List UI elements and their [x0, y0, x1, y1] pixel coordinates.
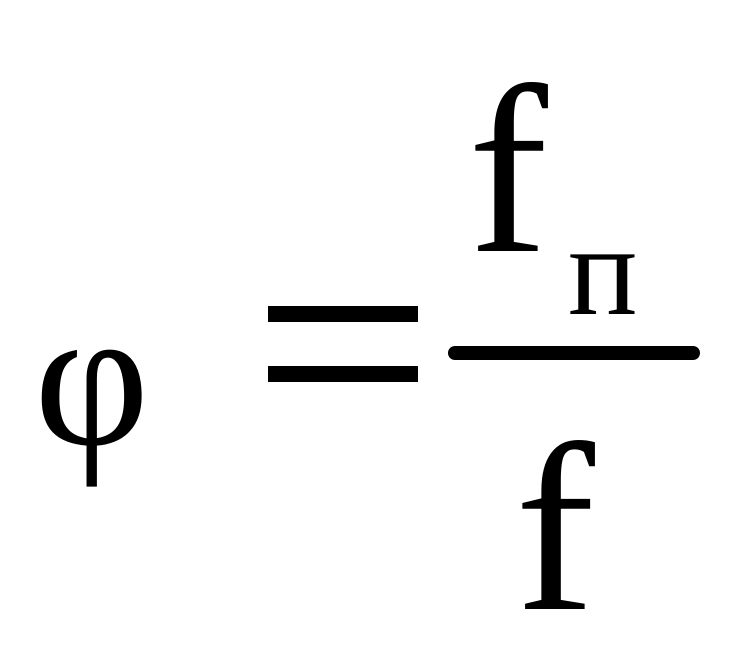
- equals-bottom-bar: [268, 366, 418, 382]
- numerator-subscript: п: [568, 199, 638, 343]
- numerator-base: f: [468, 37, 548, 303]
- denominator: f: [515, 395, 595, 661]
- equals-top-bar: [268, 306, 418, 322]
- formula-phi-symbol: φ: [34, 267, 150, 488]
- equals-sign: [268, 298, 418, 388]
- fraction-bar: [448, 346, 700, 360]
